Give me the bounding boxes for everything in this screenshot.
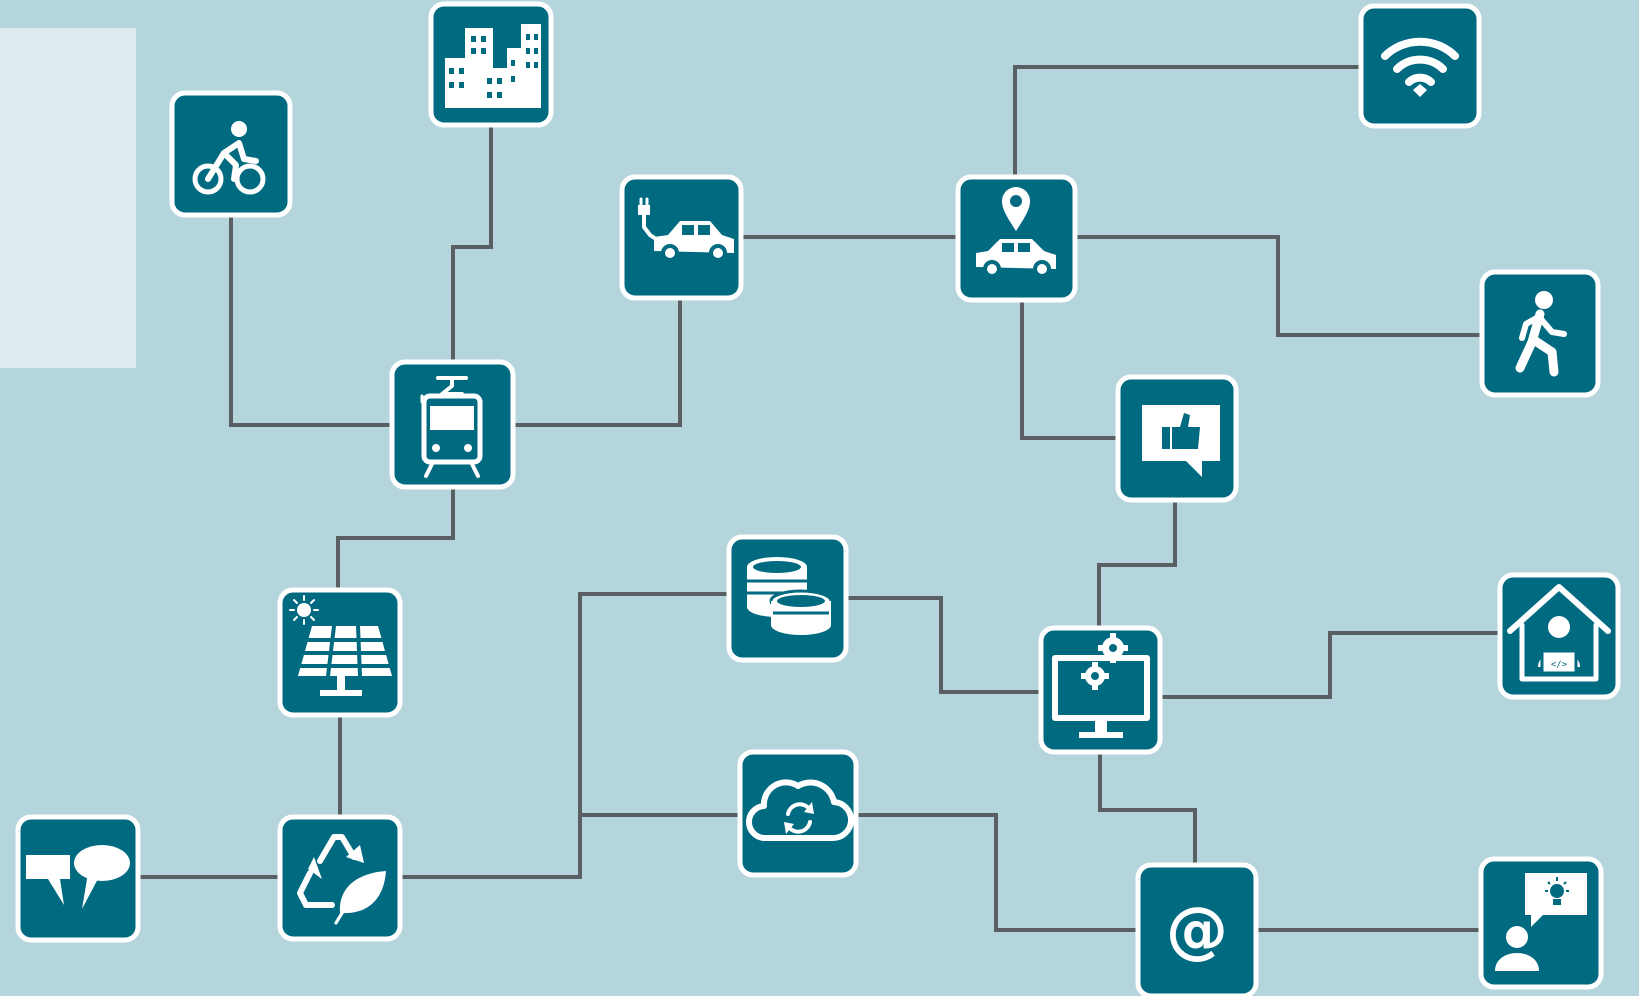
tram-icon	[420, 376, 483, 478]
link-coins-computer	[846, 596, 1041, 694]
tile-cloud	[737, 749, 859, 878]
tile-solar	[277, 587, 403, 718]
link-car-location-pedestrian	[1075, 235, 1482, 337]
link-bicycle-tram	[229, 215, 392, 427]
link-feedback-computer	[1097, 500, 1177, 628]
solar-panel-icon	[289, 595, 394, 696]
tile-pedestrian	[1479, 269, 1601, 398]
link-recycle-coins	[400, 592, 729, 879]
email-at-label: @	[1166, 893, 1228, 966]
car-location-pin-icon	[976, 187, 1056, 278]
link-car-location-wifi	[1013, 65, 1361, 178]
wifi-icon	[1381, 37, 1459, 97]
tile-email: @	[1135, 862, 1259, 996]
link-car-location-feedback	[1020, 300, 1118, 440]
tile-tram	[389, 359, 516, 490]
link-buildings-tram	[451, 125, 493, 362]
tile-idea	[1478, 856, 1604, 990]
recycle-leaf-icon	[297, 834, 386, 925]
cloud-sync-icon	[746, 779, 855, 842]
cyclist-icon	[192, 121, 266, 195]
tile-electric-car	[619, 174, 744, 301]
computer-settings-icon	[1052, 633, 1150, 738]
home-office-icon: </>	[1507, 584, 1611, 682]
city-buildings-icon	[445, 24, 541, 108]
tile-recycle	[277, 814, 403, 942]
coins-icon	[747, 557, 833, 635]
tile-buildings	[428, 1, 554, 128]
tile-computer	[1038, 625, 1163, 755]
link-tram-solar	[336, 487, 455, 590]
tile-smart-home: </>	[1497, 572, 1621, 700]
walking-person-icon	[1515, 291, 1567, 377]
side-panel	[0, 28, 136, 368]
tile-car-location	[955, 174, 1078, 303]
tile-coins	[726, 534, 849, 663]
connector-lines	[138, 65, 1500, 932]
thumbs-up-speech-bubble-icon	[1142, 405, 1220, 477]
electric-car-charging-icon	[638, 197, 734, 262]
link-computer-smart-home	[1160, 631, 1500, 699]
svg-text:</>: </>	[1551, 660, 1568, 670]
tile-feedback	[1115, 374, 1239, 503]
link-electric-car-tram	[513, 298, 682, 427]
tile-bicycle	[169, 90, 293, 218]
tile-chat	[15, 814, 141, 943]
link-computer-email	[1098, 752, 1197, 865]
person-idea-icon	[1495, 873, 1587, 971]
link-cloud-email	[856, 813, 1138, 932]
at-sign-icon: @	[1166, 893, 1228, 966]
tile-wifi	[1358, 3, 1482, 129]
chat-bubbles-icon	[26, 845, 130, 909]
